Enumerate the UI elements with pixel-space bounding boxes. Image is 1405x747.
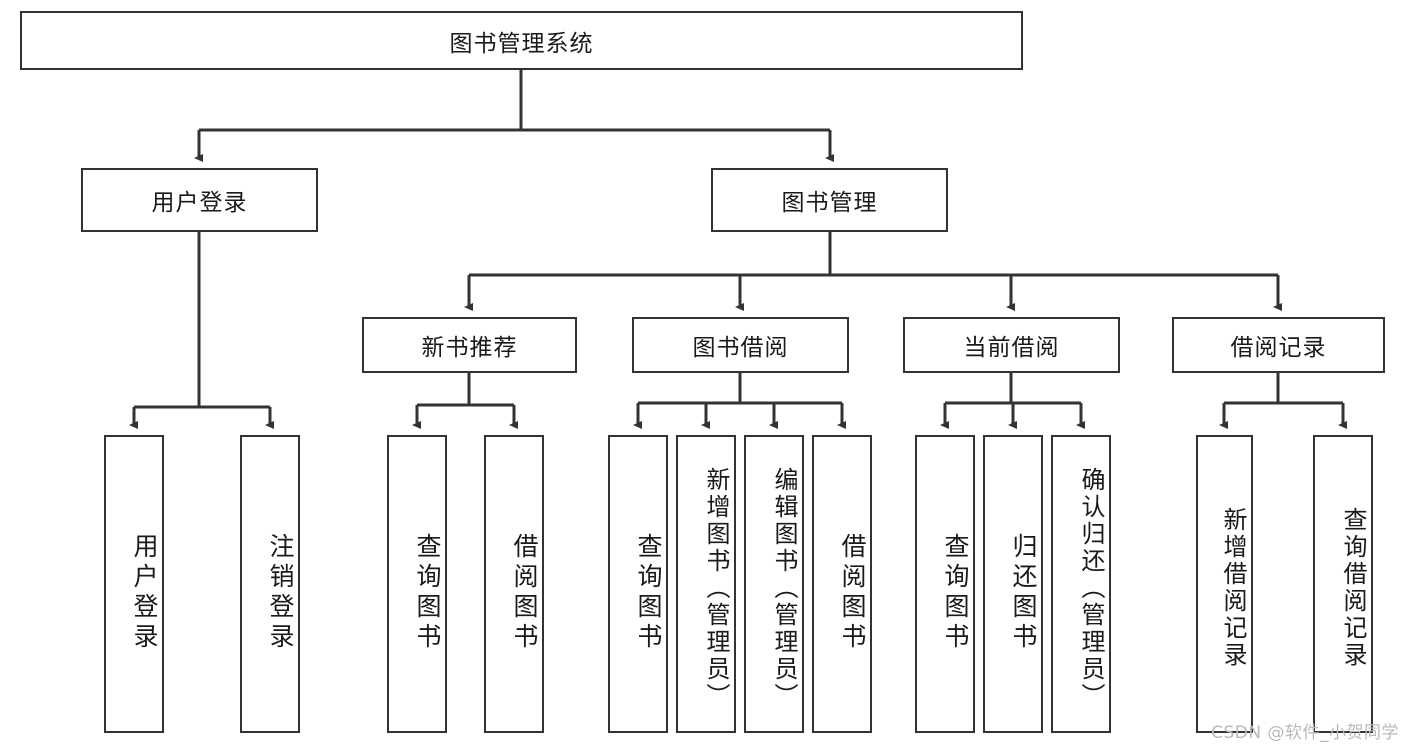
node-leaf-0[interactable]: 用户登录: [104, 435, 164, 733]
node-level2-1[interactable]: 图书管理: [711, 168, 948, 232]
node-leaf-3[interactable]: 借阅图书: [484, 435, 544, 733]
node-leaf-2[interactable]: 查询图书: [387, 435, 447, 733]
node-level3-3[interactable]: 借阅记录: [1172, 317, 1385, 373]
node-leaf-9[interactable]: 归还图书: [983, 435, 1043, 733]
node-leaf-12[interactable]: 查询借阅记录: [1313, 435, 1373, 733]
node-leaf-11[interactable]: 新增借阅记录: [1196, 435, 1253, 733]
node-leaf-8[interactable]: 查询图书: [915, 435, 975, 733]
node-leaf-6[interactable]: 编辑图书（管理员）: [744, 435, 804, 733]
node-leaf-7[interactable]: 借阅图书: [812, 435, 872, 733]
node-root[interactable]: 图书管理系统: [20, 11, 1023, 70]
node-leaf-5[interactable]: 新增图书（管理员）: [676, 435, 736, 733]
node-level2-0[interactable]: 用户登录: [81, 168, 318, 232]
node-level3-1[interactable]: 图书借阅: [632, 317, 849, 373]
node-level3-2[interactable]: 当前借阅: [903, 317, 1120, 373]
node-level3-0[interactable]: 新书推荐: [362, 317, 577, 373]
node-leaf-1[interactable]: 注销登录: [240, 435, 300, 733]
node-leaf-10[interactable]: 确认归还（管理员）: [1051, 435, 1111, 733]
csdn-watermark: CSDN @软件_小贺同学: [1211, 723, 1399, 743]
node-leaf-4[interactable]: 查询图书: [608, 435, 668, 733]
